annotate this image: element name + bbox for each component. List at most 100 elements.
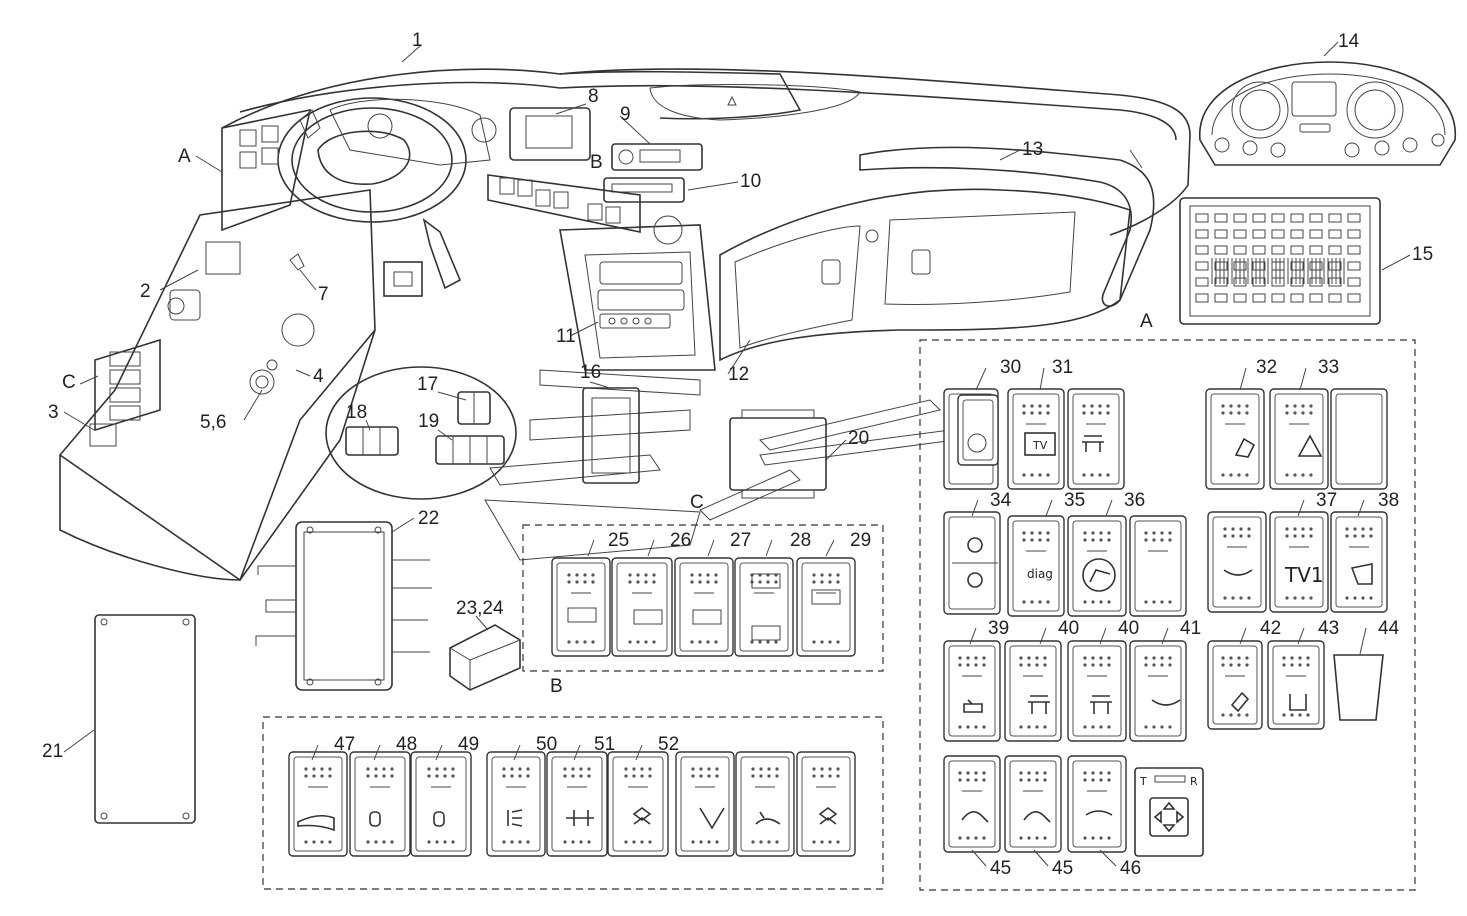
- horn-icon: [297, 814, 335, 832]
- dome-lamp-icon: [1151, 699, 1181, 706]
- heater-icon: [961, 811, 989, 823]
- callout-46: 46: [1120, 858, 1141, 879]
- rocker-switch: [796, 557, 856, 657]
- rocker-switch: [1269, 388, 1329, 490]
- callout-labels: 1 2 3 4 5,6 7 8 9 10 11 12 13 14 15 16 1…: [42, 30, 1433, 879]
- callout-45a: 45: [990, 858, 1011, 879]
- bulb-icon: [433, 811, 445, 827]
- fog-lamp-icon: [507, 809, 523, 827]
- switch-panels: [288, 388, 1388, 857]
- oil-icon: [963, 699, 983, 713]
- tv-icon: [1024, 432, 1056, 456]
- callout-14: 14: [1338, 31, 1360, 52]
- callout-5-6: 5,6: [200, 412, 226, 433]
- box-23-24: [449, 624, 521, 691]
- rocker-switch: [1067, 755, 1127, 853]
- callout-25: 25: [608, 530, 629, 551]
- rocker-switch: [957, 394, 999, 466]
- mirror-t-label: T: [1139, 775, 1147, 788]
- rocker-switch: [943, 640, 1001, 742]
- callout-40b: 40: [1118, 618, 1139, 639]
- callout-41: 41: [1180, 618, 1201, 639]
- callout-1: 1: [412, 30, 423, 51]
- part-16: [582, 387, 640, 484]
- view-c-ellipse: [325, 366, 517, 500]
- callout-30: 30: [1000, 357, 1021, 378]
- rocker-switch: [1004, 755, 1062, 853]
- door-icon: [1289, 694, 1307, 711]
- fuse-relay-box: [1179, 197, 1381, 325]
- callout-33: 33: [1318, 357, 1339, 378]
- callout-23-24: 23,24: [456, 598, 504, 619]
- view-c-label: C: [62, 372, 76, 393]
- mirror-r-label: R: [1190, 775, 1198, 788]
- callout-2: 2: [140, 281, 151, 302]
- sun-icon: [967, 537, 983, 553]
- switch-symbols: TV diag TV1: [297, 432, 1384, 857]
- view-b-box: [522, 524, 884, 672]
- callout-51: 51: [594, 734, 615, 755]
- rocker-switch: [349, 751, 411, 857]
- rocker-switch: [1129, 640, 1187, 742]
- rocker-switch: [1205, 388, 1265, 490]
- view-a-label: A: [1140, 311, 1153, 332]
- rocker-switch: [1129, 515, 1187, 617]
- reading-lamp-icon: [1234, 437, 1256, 458]
- wiper-wash-icon: [1230, 691, 1250, 713]
- callout-26: 26: [670, 530, 691, 551]
- rocker-switch: [1330, 511, 1388, 613]
- rocker-switch: [410, 751, 472, 857]
- callout-10: 10: [740, 171, 761, 192]
- callout-3: 3: [48, 402, 59, 423]
- callout-7: 7: [318, 284, 329, 305]
- module-21: [94, 614, 196, 824]
- view-b-label: B: [590, 152, 603, 173]
- callout-22: 22: [418, 508, 439, 529]
- seat-heat-icon: [1082, 558, 1116, 592]
- instrument-cluster: [1199, 61, 1456, 166]
- rocker-switch: [288, 751, 348, 857]
- heating-icon: [755, 811, 781, 825]
- rocker-switch: [1067, 388, 1125, 490]
- rocker-switch: [796, 751, 856, 857]
- rocker-switch: [1007, 515, 1065, 617]
- callout-12: 12: [728, 364, 749, 385]
- rocker-switch: [1207, 511, 1267, 613]
- callout-17: 17: [417, 374, 438, 395]
- fan-icon: [818, 807, 838, 825]
- table-icon: [1028, 695, 1050, 714]
- callout-35: 35: [1064, 490, 1085, 511]
- callout-8: 8: [588, 86, 599, 107]
- rocker-switch: [1330, 388, 1388, 490]
- callout-16: 16: [580, 362, 601, 383]
- callout-29: 29: [850, 530, 871, 551]
- rocker-switch: [675, 751, 735, 857]
- bulb-icon: [369, 811, 381, 827]
- rocker-switch: [546, 751, 608, 857]
- callout-36: 36: [1124, 490, 1145, 511]
- callout-32: 32: [1256, 357, 1277, 378]
- dome-lamp-icon: [1223, 569, 1253, 576]
- callout-20: 20: [848, 428, 869, 449]
- heater-icon: [1023, 811, 1051, 823]
- table-icon: [1082, 435, 1104, 452]
- callout-43: 43: [1318, 618, 1339, 639]
- callout-42: 42: [1260, 618, 1281, 639]
- rear-fog-icon: [566, 810, 594, 826]
- view-a-label: A: [178, 146, 191, 167]
- seat-icon: [1085, 810, 1113, 816]
- diag-label: diag: [1027, 567, 1053, 581]
- rocker-switch: [611, 557, 673, 657]
- callout-11: 11: [556, 326, 576, 347]
- callout-50: 50: [536, 734, 557, 755]
- callout-48: 48: [396, 734, 417, 755]
- leader-lines: [63, 41, 1411, 867]
- dashboard-assembly: [58, 68, 1191, 582]
- callout-31: 31: [1052, 357, 1073, 378]
- callout-52: 52: [658, 734, 679, 755]
- callout-4: 4: [313, 366, 324, 387]
- rocker-switch: [1267, 640, 1325, 730]
- knob-icon: [967, 433, 987, 453]
